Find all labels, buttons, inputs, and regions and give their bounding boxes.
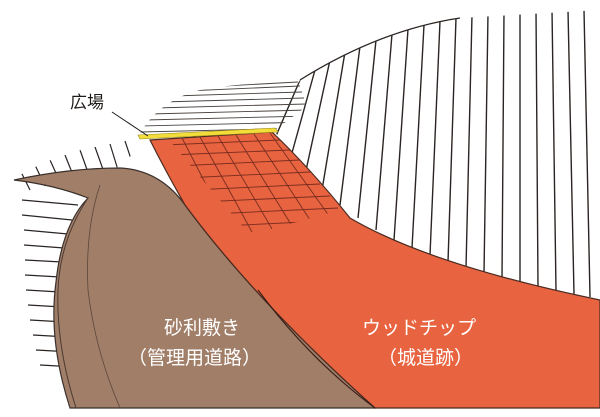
gravel-label: 砂利敷き — [164, 317, 241, 339]
gravel-sublabel: （管理用道路） — [128, 347, 262, 369]
gravel-inner-line — [87, 184, 121, 409]
gravel-edge-line — [57, 197, 89, 409]
woodchip-curb — [257, 289, 376, 409]
right-hillside — [270, 10, 591, 298]
plaza-backdrop — [140, 81, 313, 133]
plaza-strip — [137, 127, 279, 140]
woodchip-sublabel: （城道跡） — [378, 347, 474, 369]
right-hillside-outline — [299, 17, 461, 81]
plaza-leader-line — [111, 111, 149, 137]
woodchip-label: ウッドチップ — [362, 317, 477, 339]
plaza-label: 広場 — [70, 93, 104, 113]
